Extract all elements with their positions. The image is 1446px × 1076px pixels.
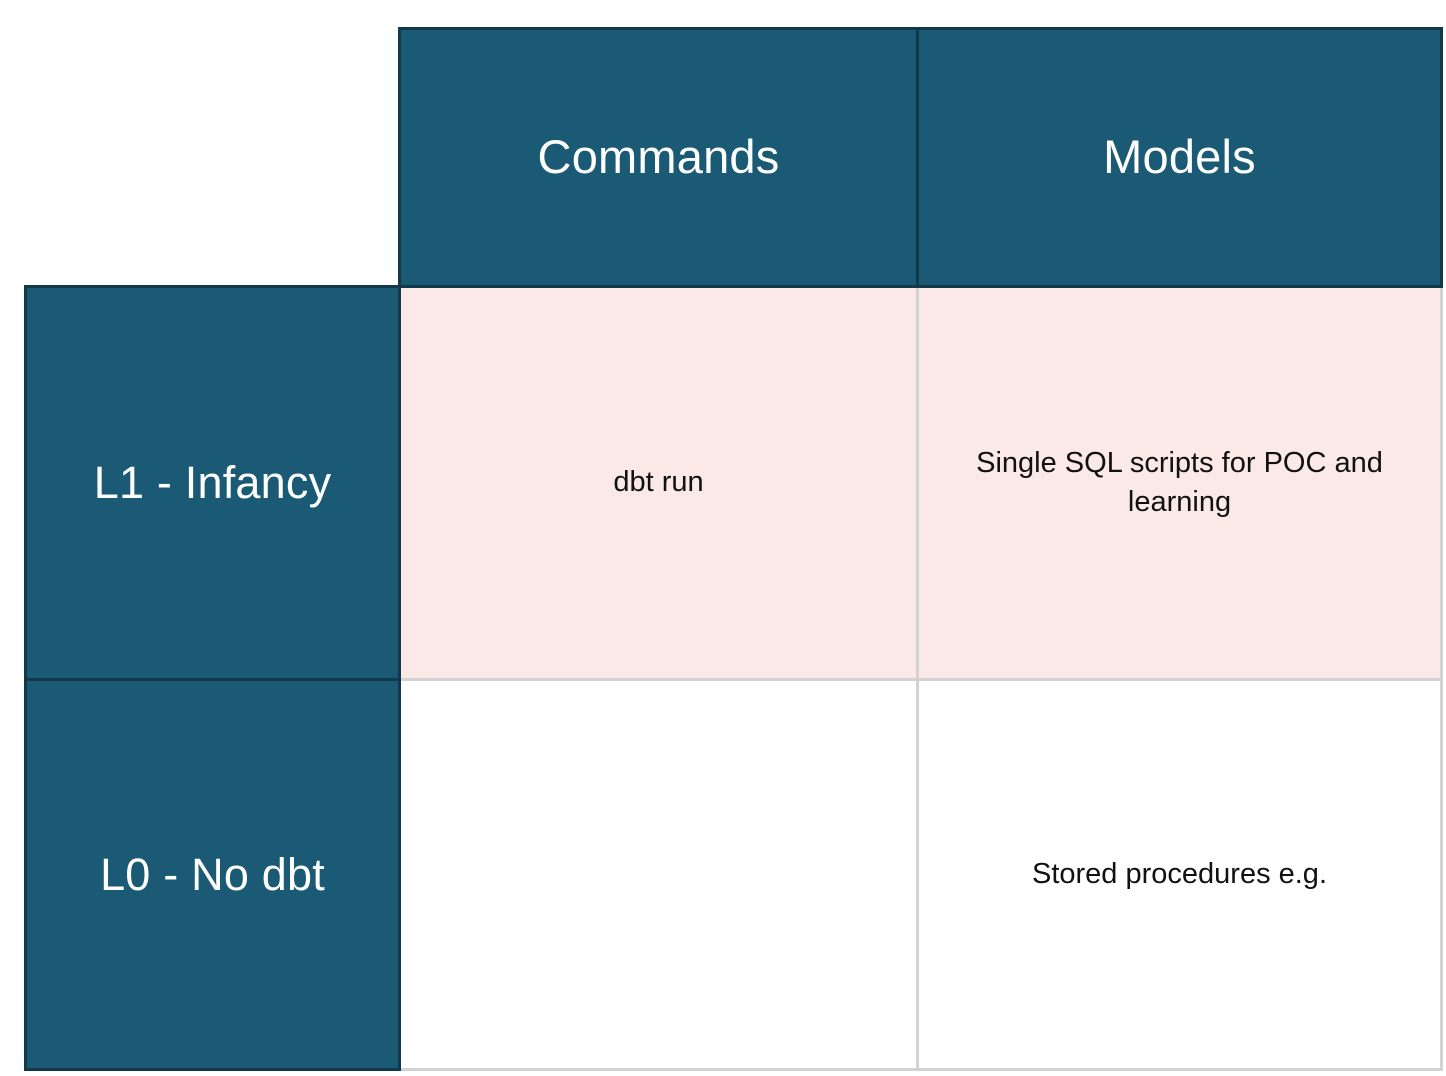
column-header-commands[interactable]: Commands <box>398 27 919 288</box>
maturity-matrix-table: Commands Models L1 - Infancy dbt run Sin… <box>24 27 1443 1071</box>
cell-l0-models[interactable]: Stored procedures e.g. <box>916 678 1443 1071</box>
row-header-l0-no-dbt[interactable]: L0 - No dbt <box>24 678 401 1071</box>
cell-l0-models-text: Stored procedures e.g. <box>1031 857 1327 890</box>
cell-l1-commands-text: dbt run <box>613 466 704 499</box>
column-header-models[interactable]: Models <box>916 27 1443 288</box>
row-header-l1-infancy[interactable]: L1 - Infancy <box>24 285 401 681</box>
matrix-corner-cell <box>25 28 400 287</box>
cell-l1-models-text: Single SQL scripts for POC and learning <box>976 446 1383 518</box>
matrix-row-l1-infancy: L1 - Infancy dbt run Single SQL scripts … <box>24 285 1443 681</box>
matrix-row-l0-no-dbt: L0 - No dbt Stored procedures e.g. <box>24 678 1443 1071</box>
cell-l1-commands[interactable]: dbt run <box>398 285 919 681</box>
cell-l1-models[interactable]: Single SQL scripts for POC and learning <box>916 285 1443 681</box>
cell-l0-commands[interactable] <box>398 678 919 1071</box>
matrix-header-row: Commands Models <box>25 27 1443 288</box>
